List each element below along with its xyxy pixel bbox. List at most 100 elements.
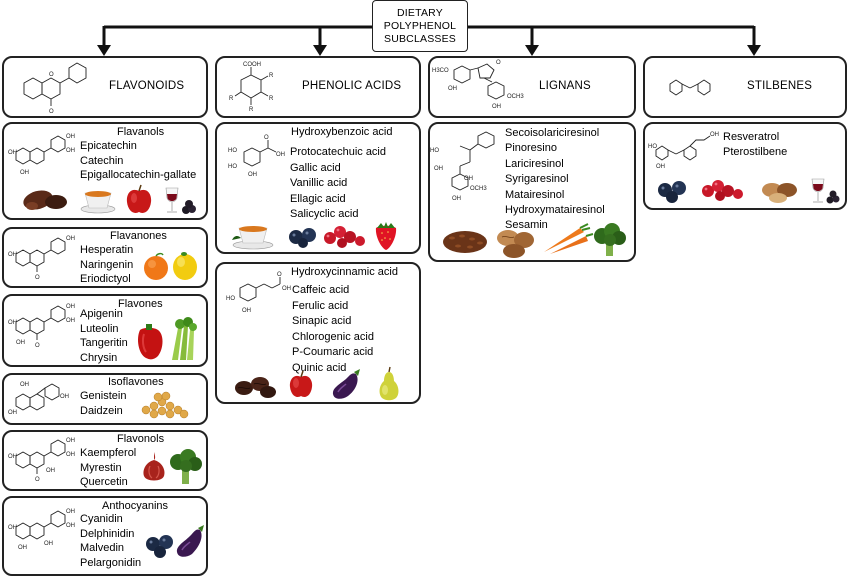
svg-text:OH: OH [8, 410, 17, 416]
compound-item: Epigallocatechin-gallate [80, 169, 197, 182]
atom-label: R [269, 73, 274, 79]
broccoli-icon [594, 223, 626, 256]
compound-item: Salicyclic acid [290, 208, 359, 221]
apple-icon [126, 184, 152, 213]
celery-icon [172, 317, 197, 360]
svg-text:OH: OH [66, 148, 75, 154]
compound-item: Daidzein [80, 404, 123, 417]
svg-text:OH: OH [66, 509, 75, 515]
atom-label: COOH [243, 62, 261, 68]
root-line: POLYPHENOL [383, 19, 457, 32]
compound-item: Quinic acid [292, 361, 347, 374]
red-onion-icon [143, 452, 165, 481]
svg-text:OH: OH [242, 308, 251, 314]
svg-text:O: O [277, 272, 282, 278]
atom-label: H3CO [432, 68, 449, 74]
svg-text:OH: OH [66, 452, 75, 458]
resveratrol-structure-icon: HO OH OH [648, 132, 719, 170]
svg-text:OH: OH [710, 132, 719, 138]
class-stilbenes [643, 56, 847, 118]
class-label: LIGNANS [539, 80, 591, 92]
compound-item: P-Coumaric acid [292, 346, 374, 359]
svg-text:OH: OH [8, 454, 17, 460]
root-line: DIETARY [397, 6, 443, 19]
compound-item: Hydroxymatairesinol [505, 204, 605, 217]
compound-item: Resveratrol [723, 131, 780, 143]
cranberries-icon [324, 226, 365, 248]
svg-text:O: O [264, 135, 269, 141]
compound-item: Epicatechin [80, 140, 137, 152]
compound-list: Kaempferol Myrestin Quercetin [80, 446, 136, 490]
compound-item: Kaempferol [80, 447, 137, 459]
atom-label: R [269, 96, 274, 102]
eggplant-icon [332, 369, 360, 399]
coffee-beans-icon [235, 377, 276, 398]
svg-text:OH: OH [656, 164, 665, 170]
compound-item: Sesamin [505, 219, 548, 232]
lemon-icon [173, 252, 197, 280]
svg-text:OH: OH [8, 525, 17, 531]
svg-text:OH: OH [16, 340, 25, 346]
subclass-isoflavones [2, 373, 208, 425]
svg-text:HO: HO [226, 296, 235, 302]
flavone-core-structure-icon: OO [23, 62, 87, 115]
atom-label: R [229, 96, 234, 102]
compound-item: Apigenin [80, 308, 123, 320]
cocoa-beans-icon [23, 190, 67, 210]
nuts-icon [497, 230, 534, 258]
strawberry-icon [375, 222, 397, 250]
class-flavonoids [2, 56, 208, 118]
svg-text:OH: OH [66, 236, 75, 242]
subclass-anthocyanins [2, 496, 208, 576]
svg-text:OH: OH [8, 150, 17, 156]
svg-text:OH: OH [282, 286, 291, 292]
blueberries-icon [289, 228, 316, 248]
compound-item: Cyanidin [80, 513, 123, 525]
compound-item: Tangeritin [80, 337, 128, 350]
stilbene-core-structure-icon [669, 79, 711, 96]
class-label: FLAVONOIDS [109, 80, 185, 92]
compound-item: Malvedin [80, 542, 125, 555]
svg-text:OH: OH [464, 176, 473, 182]
cranberries-icon [702, 180, 743, 201]
hydroxycinnamic-acid-structure-icon: O OH HO OH [226, 272, 291, 314]
compound-list: Hesperatin Naringenin Eriodictyol [80, 243, 133, 287]
svg-text:OCH3: OCH3 [470, 186, 487, 192]
atom-label: O [496, 60, 501, 66]
atom-label: OCH3 [507, 94, 524, 100]
compound-list: Apigenin Luteolin Tangeritin Chrysin [80, 307, 128, 365]
class-label: STILBENES [747, 80, 813, 92]
svg-text:OH: OH [20, 170, 29, 176]
atom-label: OH [448, 86, 457, 92]
svg-text:O: O [35, 477, 40, 483]
svg-text:O: O [49, 109, 54, 115]
compound-item: Luteolin [80, 322, 119, 335]
carrots-icon [544, 223, 594, 254]
svg-text:OH: OH [60, 394, 69, 400]
compound-item: Sinapic acid [292, 315, 352, 328]
compound-list: Secoisolariciresinol Pinoresino Laricire… [505, 126, 605, 234]
svg-text:O: O [35, 343, 40, 349]
svg-text:OH: OH [66, 304, 75, 310]
svg-text:OH: OH [434, 166, 443, 172]
subclass-title: Hydroxycinnamic acid [291, 266, 398, 278]
compound-item: Pelargonidin [80, 556, 142, 569]
tea-cup-icon [80, 191, 116, 214]
compound-item: Catechin [80, 154, 124, 167]
svg-text:OH: OH [66, 318, 75, 324]
compound-item: Chrysin [80, 351, 118, 364]
atom-label: R [249, 107, 254, 113]
svg-text:HO: HO [228, 164, 237, 170]
compound-item: Myrestin [80, 461, 122, 474]
svg-text:OH: OH [66, 438, 75, 444]
svg-text:OH: OH [44, 541, 53, 547]
svg-text:HO: HO [648, 144, 657, 150]
soybeans-icon [141, 391, 189, 419]
